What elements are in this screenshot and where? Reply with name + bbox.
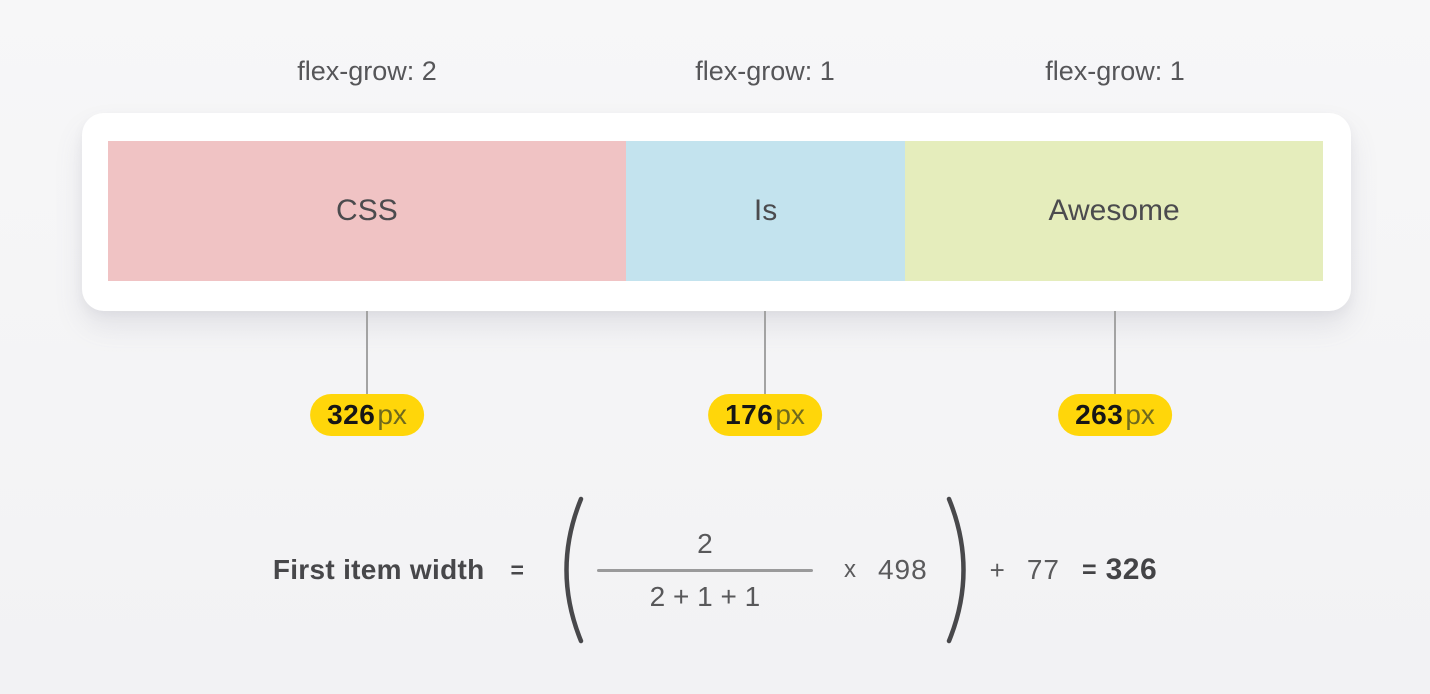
flex-item-css: CSS (108, 141, 626, 281)
multiply-sign: x (843, 556, 856, 583)
width-unit: px (1125, 399, 1155, 430)
width-value: 176 (725, 399, 774, 430)
fraction: 2 2 + 1 + 1 (590, 528, 820, 613)
container-width-value: 498 (877, 554, 928, 585)
flex-item-is: Is (625, 141, 906, 281)
connector-line-2 (764, 311, 766, 396)
equals-sign: = (510, 556, 524, 583)
flex-container-card: CSS Is Awesome (82, 113, 1351, 311)
flex-item-label: CSS (336, 194, 398, 227)
flex-row: CSS Is Awesome (108, 141, 1323, 281)
connector-line-1 (366, 311, 368, 396)
formula-label: First item width (272, 554, 485, 585)
flex-item-label: Is (753, 194, 778, 227)
width-value: 326 (327, 399, 376, 430)
result-equals-sign: = (1082, 555, 1097, 584)
remaining-value: 77 (1026, 554, 1061, 585)
width-unit: px (775, 399, 805, 430)
flex-item-awesome: Awesome (905, 141, 1323, 281)
width-unit: px (377, 399, 407, 430)
width-formula: First item width = 2 2 + 1 + 1 x 498 + 7… (0, 486, 1430, 654)
result-value: 326 (1105, 553, 1158, 586)
flex-grow-label-3: flex-grow: 1 (1045, 56, 1185, 86)
flex-grow-label-1: flex-grow: 2 (297, 56, 437, 86)
connector-line-3 (1114, 311, 1116, 396)
fraction-bar (596, 568, 813, 572)
width-value: 263 (1075, 399, 1124, 430)
fraction-denominator: 2 + 1 + 1 (649, 580, 761, 612)
plus-sign: + (989, 554, 1005, 585)
right-parenthesis-icon (946, 496, 966, 644)
flex-item-label: Awesome (1048, 194, 1180, 227)
flex-grow-label-2: flex-grow: 1 (695, 56, 835, 86)
left-parenthesis-icon (564, 496, 584, 644)
fraction-numerator: 2 (697, 527, 713, 559)
